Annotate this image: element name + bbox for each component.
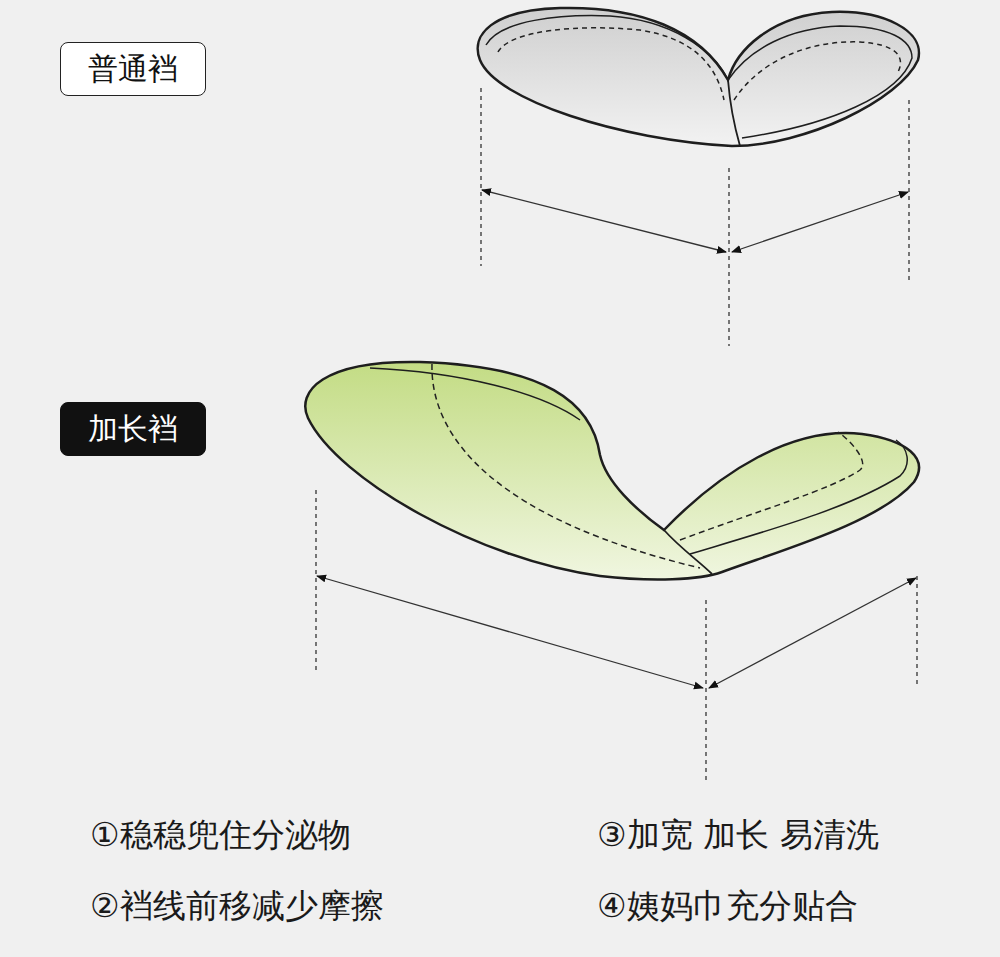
normal-crotch <box>478 8 919 146</box>
feature-note: ②裆线前移减少摩擦 <box>90 886 384 926</box>
dimension-lines <box>316 490 917 780</box>
extended-crotch <box>305 362 919 580</box>
label-text: 加长裆 <box>88 409 178 450</box>
label-text: 普通裆 <box>88 49 178 90</box>
label-box-dark: 加长裆 <box>60 402 206 456</box>
dimension-lines <box>481 88 909 346</box>
feature-note: ③加宽 加长 易清洗 <box>597 815 879 855</box>
feature-note: ④姨妈巾充分贴合 <box>597 886 858 926</box>
feature-note: ①稳稳兜住分泌物 <box>90 815 351 855</box>
label-box: 普通裆 <box>60 42 206 96</box>
